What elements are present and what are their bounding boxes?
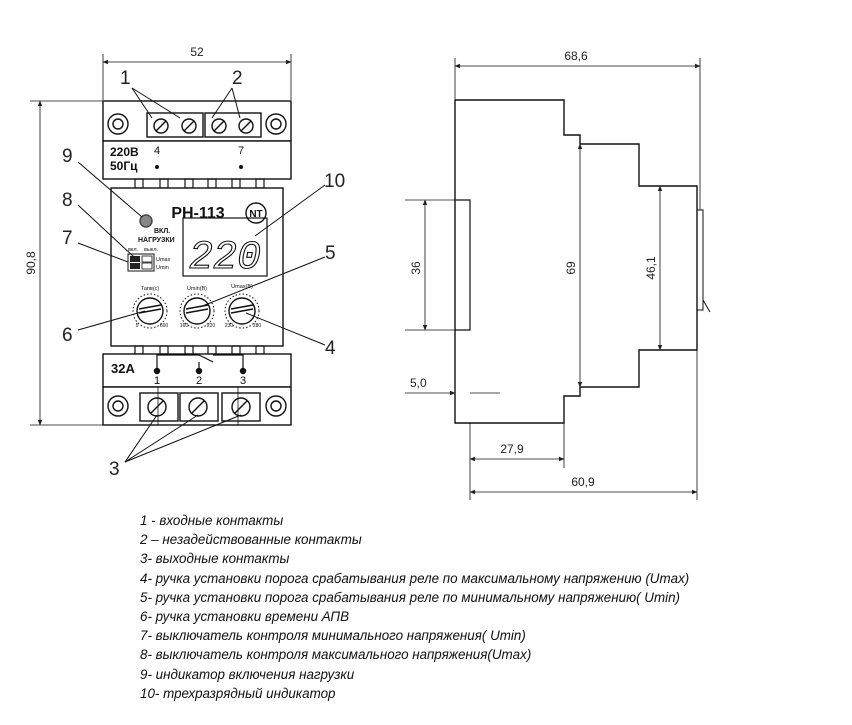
switch-off-label: выкл. [144, 247, 159, 253]
terminal-bottom-3: 3 [240, 375, 246, 387]
legend-item: 5- ручка установки порога срабатывания р… [140, 589, 681, 605]
terminal-bottom-2: 2 [196, 375, 202, 387]
voltage-label: 220В [110, 145, 139, 159]
front-view-text: 52 90,8 220В 50Гц 4 7 РН-113 220 NT ВКЛ.… [24, 45, 263, 387]
dim-depth: 68,6 [564, 49, 588, 63]
dim-rail-depth: 27,9 [500, 442, 524, 456]
knob-umax-min: 230 [225, 323, 234, 329]
seven-segment-display: 220 [189, 236, 261, 281]
legend-item: 6- ручка установки времени АПВ [140, 609, 350, 625]
callout-7: 7 [62, 228, 73, 249]
callout-5: 5 [325, 243, 336, 264]
umin-switch-label: Umin [156, 265, 169, 271]
legend-item: 2 – незадействованные контакты [140, 532, 362, 548]
dim-height: 90,8 [24, 251, 38, 275]
callout-3: 3 [109, 459, 120, 480]
callout-8: 8 [62, 190, 73, 211]
load-label-1: ВКЛ. [154, 228, 170, 235]
terminal-top-4: 4 [154, 145, 160, 157]
dim-body: 69 [564, 261, 578, 275]
callout-4: 4 [325, 338, 336, 359]
model-label: РН-113 [171, 205, 224, 222]
callout-1: 1 [120, 68, 131, 89]
logo: NT [249, 209, 262, 220]
dim-front: 46,1 [644, 256, 658, 280]
freq-label: 50Гц [110, 159, 138, 173]
knob-umax-label: Umax(В) [231, 284, 253, 290]
side-view [405, 58, 711, 500]
legend-item: 4- ручка установки порога срабатывания р… [140, 570, 690, 586]
knob-time-label: Тапв(с) [141, 286, 160, 292]
dim-depth2: 60,9 [571, 475, 595, 489]
callout-6: 6 [62, 325, 73, 346]
side-view-text: 68,6 36 69 46,1 5,0 27,9 60,9 [409, 49, 658, 489]
knob-time-min: 5 [136, 323, 139, 329]
legend-item: 7- выключатель контроля минимального нап… [140, 628, 526, 644]
terminal-top-7: 7 [238, 145, 244, 157]
load-label-2: НАГРУЗКИ [138, 237, 175, 244]
knob-umin-max: 220 [207, 323, 216, 329]
background-glow [437, 0, 803, 20]
knob-time-max: 600 [160, 323, 169, 329]
current-label: 32А [111, 361, 135, 376]
callout-2: 2 [232, 68, 243, 89]
front-view [30, 54, 326, 463]
legend-list: 1 - входные контакты 2 – незадействованн… [140, 511, 689, 703]
knob-umin-label: Umin(В) [187, 286, 207, 292]
callout-10: 10 [324, 171, 345, 192]
legend-item: 3- выходные контакты [140, 551, 290, 567]
knob-umax-max: 280 [253, 323, 262, 329]
terminal-bottom-1: 1 [154, 375, 160, 387]
legend-item: 1 - входные контакты [140, 513, 284, 528]
legend-item: 8- выключатель контроля максимального на… [140, 647, 532, 663]
legend-item: 10- трехразрядный индикатор [140, 685, 336, 701]
callout-numbers: 1 2 3 9 8 7 6 10 5 4 [62, 68, 345, 480]
dim-rail: 36 [409, 261, 423, 275]
callout-9: 9 [62, 146, 73, 167]
legend-item: 9- индикатор включения нагрузки [140, 666, 355, 682]
umax-switch-label: Umax [156, 257, 171, 263]
dim-width: 52 [190, 45, 204, 59]
dim-offset: 5,0 [410, 376, 427, 390]
knob-umin-min: 160 [180, 323, 189, 329]
switch-on-label: вкл. [128, 247, 139, 253]
